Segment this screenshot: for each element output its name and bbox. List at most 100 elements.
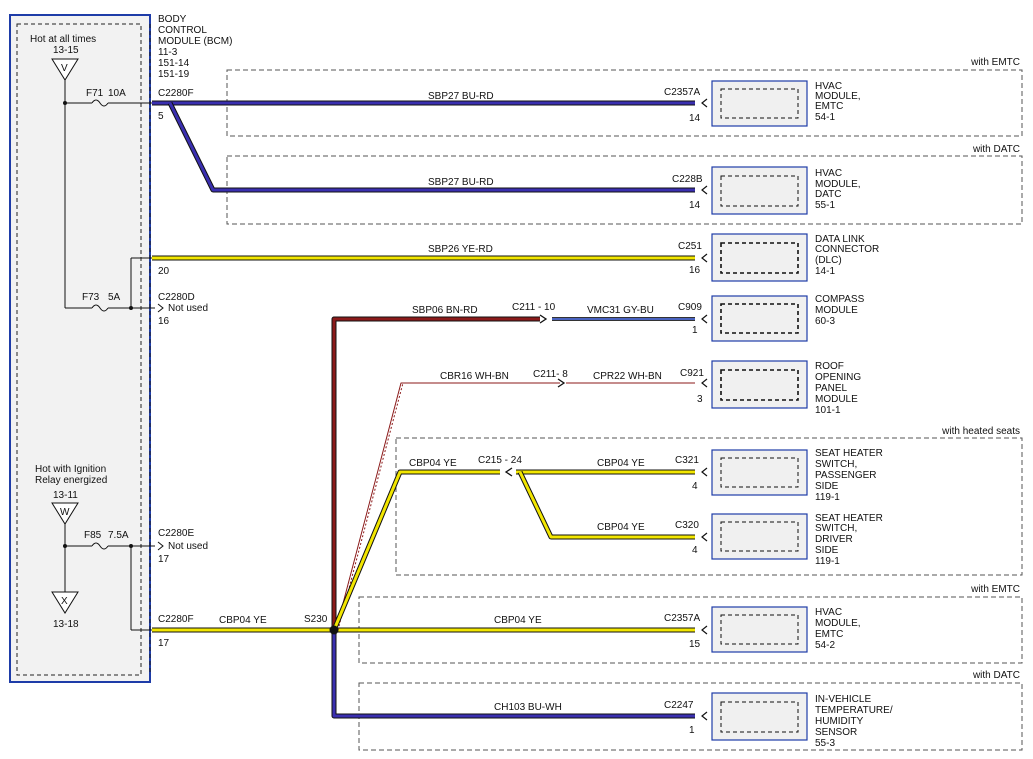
inline-connector-c215-icon (504, 467, 513, 477)
fuse-f71-amp: 10A (108, 88, 126, 99)
module-outer-box (711, 360, 808, 409)
c2280d-label: C2280D (158, 292, 195, 303)
inline-connector-c211-10-icon (539, 314, 548, 324)
fuse-f73-label: F73 (82, 292, 100, 303)
connector-arrow-icon (701, 625, 708, 635)
pin-label: 4 (692, 481, 698, 492)
module-outer-box (711, 449, 808, 496)
bcm-panel: BODY CONTROL MODULE (BCM) 11-3 151-14 15… (9, 14, 232, 683)
module-outer-box (711, 692, 808, 741)
module-inner-box (720, 369, 799, 401)
wire-sbp06 (332, 317, 540, 630)
option-label-heated-seats: with heated seats (941, 426, 1020, 437)
option-label-emtc-2: with EMTC (970, 584, 1020, 595)
component-name-line-1: SEAT HEATER (815, 513, 883, 524)
pin-16-bcm: 16 (158, 316, 170, 327)
hot-with-ignition-label-2: Relay energized (35, 475, 107, 486)
connector-arrow-icon (701, 185, 708, 195)
inline-c211-10-label: C211 - 10 (512, 302, 556, 313)
component-roof-opening-panel: C921 3 ROOF OPENING PANEL MODULE 101-1 (680, 360, 861, 416)
not-used-d-arrow-icon (157, 303, 164, 313)
component-name-line-2: SWITCH, (815, 523, 857, 534)
bcm-title-line-3: MODULE (BCM) (158, 36, 232, 47)
connector-label: C251 (678, 241, 702, 252)
bcm-title-line-2: CONTROL (158, 25, 207, 36)
hot-with-ignition-label-1: Hot with Ignition (35, 464, 106, 475)
fuse-f85-label: F85 (84, 530, 102, 541)
module-outer-box (711, 513, 808, 560)
bcm-title-line-5: 151-14 (158, 58, 190, 69)
connector-arrow-icon (701, 532, 708, 542)
inline-c215-24-label: C215 - 24 (478, 455, 522, 466)
fuse-f71-icon (91, 99, 109, 107)
circuit-cbp04-e: CBP04 YE (494, 615, 542, 626)
module-outer-box (711, 606, 808, 653)
pin-label: 4 (692, 545, 698, 556)
connector-label: C320 (675, 520, 699, 531)
connector-label: C2247 (664, 700, 694, 711)
module-inner-box (720, 614, 799, 645)
circuit-ch103: CH103 BU-WH (494, 702, 562, 713)
component-name-line-1: IN-VEHICLE (815, 694, 871, 705)
circuit-vmc31: VMC31 GY-BU (587, 305, 654, 316)
ground-x-symbol: X (61, 596, 68, 607)
component-name-line-3: DRIVER (815, 534, 853, 545)
power-source-v-icon (51, 58, 79, 81)
component-name-line-2: MODULE (815, 305, 858, 316)
circuit-sbp27-b: SBP27 BU-RD (428, 177, 494, 188)
component-name-line-4: SIDE (815, 545, 839, 556)
pin-label: 16 (689, 265, 701, 276)
power-source-w-icon (51, 502, 79, 525)
wire-cbr16 (335, 382, 560, 631)
circuit-cbr16: CBR16 WH-BN (440, 371, 509, 382)
component-name-line-2: CONNECTOR (815, 244, 879, 255)
not-used-e-label: Not used (168, 541, 208, 552)
component-name-line-3: DATC (815, 189, 841, 200)
module-outer-box (711, 166, 808, 215)
pin-17-label: 17 (158, 638, 170, 649)
component-name-line-2: OPENING (815, 372, 861, 383)
component-name-line-1: DATA LINK (815, 234, 865, 245)
ref-13-11: 13-11 (53, 490, 78, 501)
connector-label: C2357A (664, 87, 700, 98)
circuit-cbp04-d: CBP04 YE (219, 615, 267, 626)
component-ref: 54-1 (815, 112, 835, 123)
pin-label: 1 (692, 325, 698, 336)
component-name-line-1: SEAT HEATER (815, 448, 883, 459)
pin-5-label: 5 (158, 111, 164, 122)
component-name-line-2: MODULE, (815, 91, 861, 102)
module-inner-box (720, 88, 799, 119)
bcm-outer-frame (9, 14, 151, 683)
group-heated-seats (395, 437, 1023, 576)
circuit-sbp26: SBP26 YE-RD (428, 244, 493, 255)
wire-sbp27-b (168, 102, 695, 192)
component-name-line-1: HVAC (815, 607, 842, 618)
component-name-line-3: (DLC) (815, 255, 842, 266)
component-seat-heater-passenger: C321 4 SEAT HEATER SWITCH, PASSENGER SID… (675, 448, 883, 503)
component-name-line-1: ROOF (815, 361, 844, 372)
splice-s230-icon (329, 625, 339, 635)
module-inner-box (720, 303, 799, 334)
wire-cbp04-seat (332, 470, 500, 631)
component-name-line-2: MODULE, (815, 179, 861, 190)
component-hvac-emtc-1: C2357A 14 HVAC MODULE, EMTC 54-1 (664, 80, 861, 127)
module-outer-box (711, 80, 808, 127)
fuse-f85-amp: 7.5A (108, 530, 129, 541)
component-ref: 54-2 (815, 640, 835, 651)
option-label-datc-1: with DATC (972, 144, 1020, 155)
connector-label: C921 (680, 368, 704, 379)
connector-arrow-icon (701, 378, 708, 388)
fuse-f85-icon (91, 542, 109, 550)
wire-cbr16-dash (337, 382, 404, 631)
inline-c211-8-label: C211- 8 (533, 369, 568, 380)
option-groups (226, 69, 1023, 751)
circuit-sbp06: SBP06 BN-RD (412, 305, 478, 316)
not-used-e-arrow-icon (157, 541, 164, 551)
pin-label: 14 (689, 200, 701, 211)
ref-13-18: 13-18 (53, 619, 79, 630)
splice-s230-label: S230 (304, 614, 328, 625)
module-inner-box (720, 521, 799, 552)
component-temperature-humidity-sensor: C2247 1 IN-VEHICLE TEMPERATURE/ HUMIDITY… (664, 692, 893, 749)
component-data-link-connector: C251 16 DATA LINK CONNECTOR (DLC) 14-1 (678, 233, 879, 282)
